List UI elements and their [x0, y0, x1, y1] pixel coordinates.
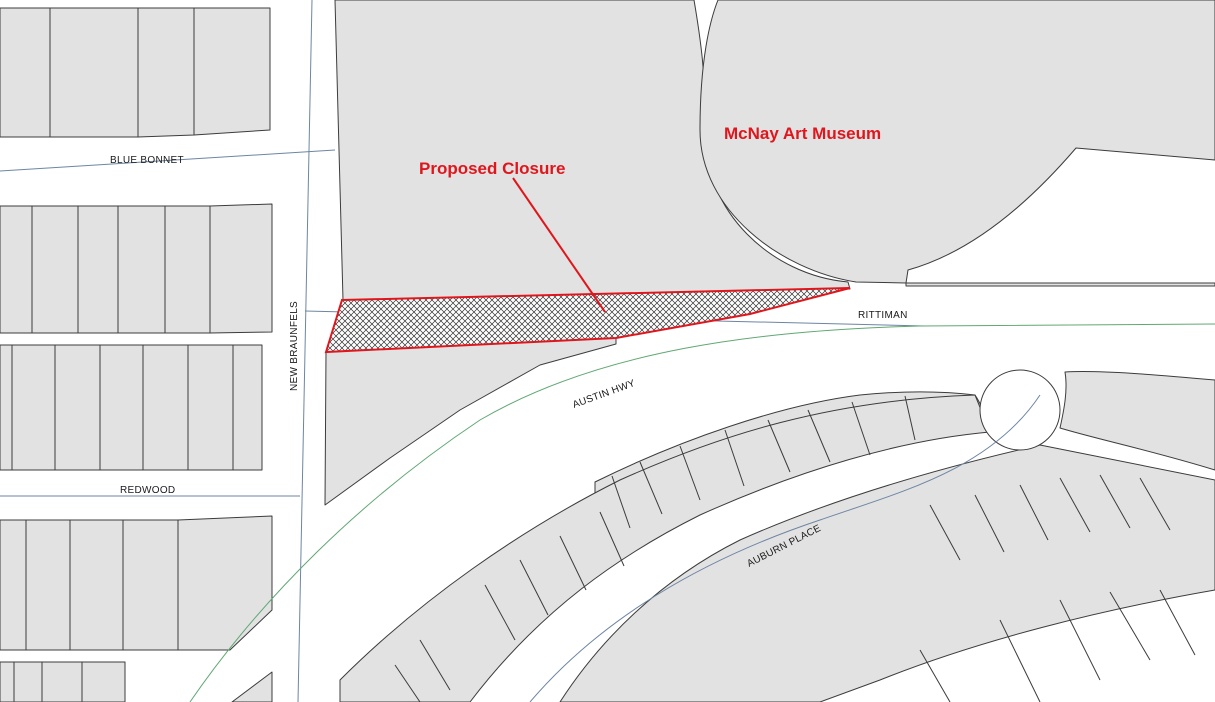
- parcel: [137, 7, 195, 138]
- parcel: [177, 515, 273, 651]
- parcel: [25, 519, 71, 651]
- parcel: [0, 661, 15, 702]
- closure-leader-line: [512, 177, 606, 313]
- parcel: [187, 344, 234, 471]
- closure-label: Proposed Closure: [419, 159, 565, 178]
- parcel: [231, 671, 273, 702]
- parcel: [232, 344, 263, 471]
- street-label-blue-bonnet: BLUE BONNET: [110, 155, 184, 166]
- street-label-austin-hwy: AUSTIN HWY: [571, 378, 637, 411]
- parcel: [81, 661, 126, 702]
- austin-hwy-centerline: [189, 323, 1215, 702]
- parcel: [54, 344, 101, 471]
- parcel-block-west-south: [0, 344, 263, 471]
- parcel-curved-block-east: [1059, 371, 1215, 471]
- parcel: [13, 661, 43, 702]
- parcel: [11, 344, 56, 471]
- parcel: [41, 661, 83, 702]
- parcel: [99, 344, 144, 471]
- parcel: [0, 7, 51, 138]
- parcel: [69, 519, 124, 651]
- cul-de-sac: [979, 369, 1061, 451]
- parcel: [209, 203, 273, 334]
- parcel: [193, 7, 271, 136]
- parcel: [117, 205, 166, 334]
- parcel-block-north-west: [0, 7, 271, 138]
- museum-grounds-rim: [905, 282, 1215, 287]
- auburn-place-centerline: [529, 394, 1041, 702]
- museum-grounds-east: [699, 0, 1215, 284]
- parcel-block-south-west: [0, 515, 273, 702]
- parcel: [142, 344, 189, 471]
- new-braunfels-centerline: [297, 0, 313, 702]
- parcel: [0, 344, 13, 471]
- parcel: [0, 205, 33, 334]
- parcel: [0, 519, 27, 651]
- parcel: [122, 519, 179, 651]
- parcel-curved-block-south: [339, 394, 991, 702]
- street-label-new-braunfels: NEW BRAUNFELS: [289, 301, 300, 391]
- parcel: [77, 205, 119, 334]
- street-label-redwood: REDWOOD: [120, 485, 175, 496]
- parcel: [31, 205, 79, 334]
- parcel-block-west-middle: [0, 203, 273, 334]
- parcel: [49, 7, 139, 138]
- parcel-triangle-west: [324, 336, 617, 506]
- proposed-closure-area: [324, 287, 851, 354]
- blue-bonnet-centerline: [0, 149, 336, 172]
- parcel: [164, 205, 211, 334]
- street-label-rittiman: RITTIMAN: [858, 310, 908, 321]
- museum-label: McNay Art Museum: [724, 124, 881, 143]
- lot-lines-curved: [394, 395, 1196, 702]
